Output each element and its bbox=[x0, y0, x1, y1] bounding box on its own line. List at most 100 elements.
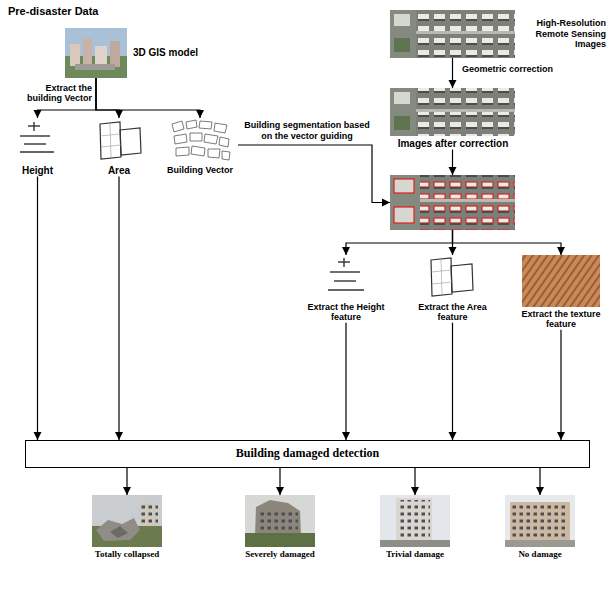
flow-arrow bbox=[345, 323, 346, 440]
picture-slot bbox=[515, 255, 607, 307]
height-icon-line bbox=[330, 271, 360, 272]
picture-slot bbox=[390, 175, 515, 230]
area-feature-icon bbox=[431, 258, 473, 296]
box-text: Building damaged detection bbox=[36, 447, 579, 461]
icon-node: Building Vector bbox=[162, 118, 238, 175]
outcome-node: Totally collapsed bbox=[77, 495, 177, 559]
caption-text: Totally collapsed bbox=[77, 549, 177, 559]
area-icon bbox=[100, 122, 141, 159]
height-icon-line bbox=[328, 289, 364, 290]
area-grid bbox=[110, 123, 111, 158]
height-icon-line bbox=[20, 151, 54, 152]
picture-slot bbox=[162, 118, 238, 163]
outcome-node: No damage bbox=[490, 495, 590, 559]
caption-text: High-Resolution Remote Sensing Images bbox=[521, 18, 606, 49]
gis-road bbox=[75, 64, 115, 70]
picture-slot bbox=[390, 10, 515, 58]
area-grid bbox=[441, 259, 442, 295]
caption-text: Extract the Area feature bbox=[413, 302, 493, 323]
photo-windows bbox=[512, 504, 568, 540]
area-outline bbox=[451, 264, 473, 292]
vector-outline bbox=[199, 121, 212, 129]
vector-outline bbox=[222, 151, 230, 160]
area-outline bbox=[120, 128, 141, 155]
picture-slot bbox=[490, 495, 590, 547]
photo-windows bbox=[398, 500, 430, 540]
caption-text: Building Vector bbox=[162, 165, 238, 175]
flow-arrow bbox=[452, 150, 453, 176]
picture-slot bbox=[365, 495, 465, 547]
photo-building bbox=[255, 500, 301, 536]
height-feature-icon bbox=[328, 258, 364, 290]
photo-ground bbox=[380, 540, 450, 547]
photo-building bbox=[396, 498, 432, 542]
vector-outline bbox=[174, 134, 187, 144]
caption-text: Trivial damage bbox=[365, 549, 465, 559]
vector-outline bbox=[186, 120, 197, 129]
caption-text: Severely damaged bbox=[230, 549, 330, 559]
picture-slot bbox=[65, 28, 127, 78]
remote-block bbox=[390, 10, 416, 58]
feature-node: Extract the texture feature bbox=[515, 255, 607, 330]
area-grid bbox=[100, 134, 120, 136]
edge-label: Geometric correction bbox=[460, 64, 584, 74]
picture-slot bbox=[306, 255, 386, 300]
gis-sky bbox=[65, 28, 127, 78]
section-heading: Pre-disaster Data bbox=[8, 5, 168, 18]
corrected-image bbox=[390, 88, 515, 136]
height-icon-line bbox=[334, 280, 356, 281]
vector-outline bbox=[176, 147, 189, 156]
picture-slot bbox=[77, 495, 177, 547]
vector-outline bbox=[208, 149, 220, 158]
vector-outline bbox=[204, 134, 218, 144]
photo-sky bbox=[92, 495, 162, 547]
area-grid bbox=[431, 270, 451, 272]
feature-node: Extract the Area feature bbox=[413, 255, 493, 323]
remote-green bbox=[394, 38, 410, 52]
icon-node: Area bbox=[95, 118, 143, 177]
gis-building bbox=[83, 38, 92, 66]
vector-outline bbox=[219, 137, 229, 147]
flow-arrow bbox=[414, 468, 415, 495]
picture-slot bbox=[383, 88, 523, 136]
flow-arrow bbox=[453, 230, 562, 255]
photo-windows bbox=[258, 510, 298, 534]
step-label: Extract the building Vector bbox=[10, 83, 92, 104]
remote-large-roof bbox=[394, 14, 410, 26]
flow-arrow bbox=[96, 78, 200, 118]
picture-slot bbox=[15, 118, 60, 163]
vector-outline bbox=[214, 123, 227, 133]
flow-arrow bbox=[118, 177, 119, 441]
flow-arrow bbox=[126, 468, 127, 495]
photo-rubble bbox=[110, 526, 128, 538]
vector-outline bbox=[172, 121, 184, 132]
segmented-large-roof bbox=[394, 207, 414, 223]
area-grid bbox=[432, 282, 452, 284]
photo-ground bbox=[505, 540, 575, 547]
flow-arrow bbox=[560, 330, 561, 440]
flow-arrow bbox=[452, 58, 453, 88]
picture-slot bbox=[95, 118, 143, 163]
photo-ground bbox=[245, 533, 315, 547]
corrected-green bbox=[394, 116, 410, 130]
remote-image bbox=[390, 10, 515, 58]
segmented-block bbox=[390, 175, 420, 230]
height-icon-tick bbox=[33, 122, 34, 131]
vector-outline bbox=[191, 146, 205, 156]
area-outline bbox=[100, 122, 121, 159]
caption-text: Extract the texture feature bbox=[515, 309, 607, 330]
photo-sky bbox=[380, 495, 450, 547]
photo-windows bbox=[140, 503, 158, 529]
flow-arrow bbox=[452, 323, 453, 440]
flow-arrow bbox=[539, 468, 540, 495]
model-node: 3D GIS model bbox=[65, 28, 215, 78]
image-node: Images after correction bbox=[383, 88, 523, 150]
vector-outline bbox=[190, 133, 202, 141]
flow-arrow bbox=[96, 78, 119, 118]
outcome-node: Trivial damage bbox=[365, 495, 465, 559]
corrected-block bbox=[390, 88, 416, 136]
height-icon bbox=[20, 122, 54, 152]
area-grid bbox=[101, 145, 121, 147]
